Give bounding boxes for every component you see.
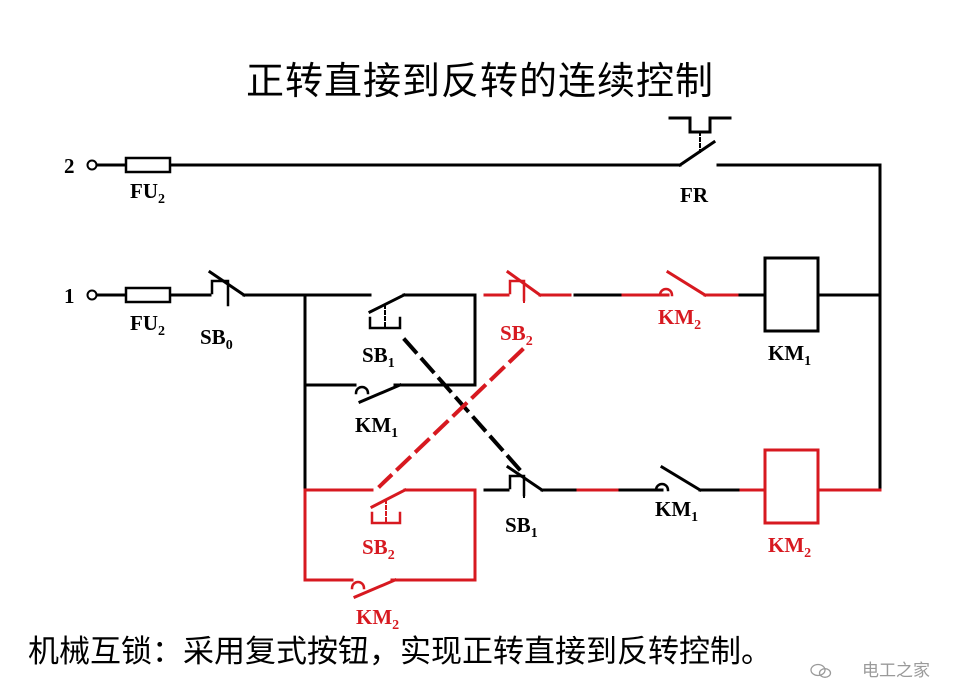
terminal-2 [86, 159, 98, 171]
fu2-top-label: FU2 [130, 179, 165, 207]
diagram-title: 正转直接到反转的连续控制 [245, 59, 714, 103]
sb2-bottom-label: SB2 [362, 535, 395, 563]
km2-interlock-contact [621, 269, 742, 298]
km2-interlock-label: KM2 [658, 305, 701, 333]
terminal-1 [86, 289, 98, 301]
fu2-mid-label: FU2 [130, 311, 165, 339]
km2-aux-contact [350, 578, 397, 599]
wire-line-2 [94, 163, 882, 492]
km1-aux-label: KM1 [355, 413, 398, 441]
sb1-bottom-contact [483, 464, 577, 501]
km1-aux-contact [354, 383, 402, 404]
km1-interlock-label: KM1 [655, 497, 698, 525]
wire-reverse-rung [303, 488, 882, 582]
terminal-1-label: 1 [64, 284, 75, 308]
km2-coil-label: KM2 [768, 533, 811, 561]
sb2-top-label: SB2 [500, 321, 533, 349]
km1-coil-label: KM1 [768, 341, 811, 369]
km1-coil [763, 256, 820, 333]
terminal-2-label: 2 [64, 154, 75, 178]
km1-interlock-contact [618, 464, 740, 493]
sb0-label: SB0 [200, 325, 233, 353]
fuse-fu2-top [124, 156, 172, 174]
caption-text: 机械互锁：采用复式按钮，实现正转直接到反转控制。 [28, 634, 772, 670]
sb0-button [207, 269, 247, 307]
km2-aux-label: KM2 [356, 605, 399, 633]
watermark-text: 电工之家 [862, 661, 930, 681]
sb2-bottom-button [369, 487, 408, 525]
fr-contact [668, 116, 732, 168]
fuse-fu2-mid [124, 286, 172, 304]
sb2-top-contact [483, 269, 572, 306]
wechat-icon [810, 663, 832, 678]
sb1-top-label: SB1 [362, 343, 395, 371]
fr-label: FR [680, 183, 709, 207]
sb1-bottom-label: SB1 [505, 513, 538, 541]
sb2-linkage [377, 347, 525, 489]
sb1-top-button [367, 292, 407, 330]
km2-coil [763, 448, 820, 525]
